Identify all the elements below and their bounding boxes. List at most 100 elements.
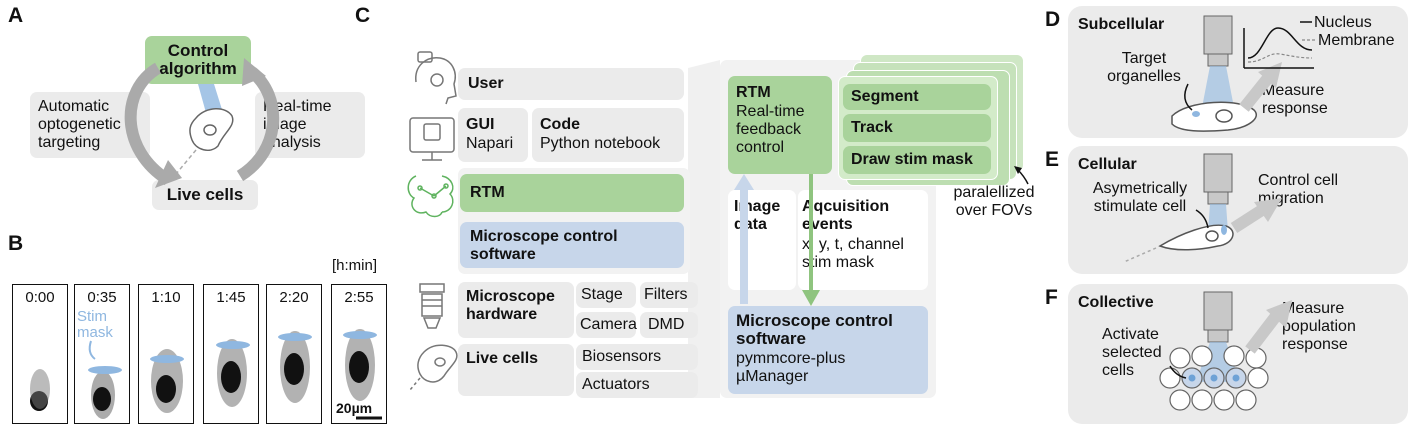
subcellular-title: Subcellular <box>1078 16 1165 33</box>
rtm-box: RTM <box>460 174 684 212</box>
acquisition-sub1: x, y, t, channel <box>802 236 904 253</box>
dmd-label: DMD <box>648 316 685 333</box>
right-arrowhead <box>242 58 266 86</box>
panel-e-bg <box>1068 146 1408 274</box>
track-box: Track <box>843 114 991 142</box>
live-cells-c-box: Live cells <box>458 344 574 396</box>
rtm-label: RTM <box>470 184 505 201</box>
frame-3: 1:10 <box>138 284 194 424</box>
live-cells-c-label: Live cells <box>466 350 539 367</box>
organelle-icon <box>1192 111 1200 117</box>
filters-box: Filters <box>640 282 698 308</box>
hardware-box: Microscope hardware <box>458 282 574 338</box>
frame-6: 2:55 20µm <box>331 284 387 424</box>
stim-spot <box>1221 225 1227 235</box>
nucleus-label: Nucleus <box>1314 14 1372 31</box>
camera-label: Camera <box>580 316 637 333</box>
activate-arrow <box>1169 365 1187 379</box>
activated-nuclei <box>1188 374 1240 382</box>
response-plot <box>1243 21 1316 69</box>
user-icon <box>415 51 457 105</box>
left-cycle-arrow <box>124 62 172 186</box>
filters-label: Filters <box>644 286 688 303</box>
stim-mask <box>88 366 122 374</box>
panel-letter-a: A <box>8 4 24 27</box>
mcs-detail-sub1: pymmcore-plus <box>736 350 846 367</box>
panel-letter-e: E <box>1045 148 1060 171</box>
mcs-detail-box: Microscope control software pymmcore-plu… <box>728 306 928 394</box>
objective-icon <box>1203 291 1233 343</box>
code-sub: Python notebook <box>540 135 661 152</box>
cell-outline-icon <box>409 344 458 391</box>
panel-letter-d: D <box>1045 8 1061 31</box>
rtm-detail-box: RTM Real-time feedback control <box>728 76 832 174</box>
nucleus-icon <box>203 124 217 136</box>
acquisition-arrowhead <box>802 290 820 306</box>
brain-icon <box>407 175 454 218</box>
mcs-box: Microscope control software <box>460 222 684 268</box>
parallel-label: paralellized over FOVs <box>953 184 1035 219</box>
response-arrow <box>1239 74 1273 112</box>
biosensors-box: Biosensors <box>576 344 698 370</box>
frame-2-time: 0:35 <box>87 289 117 306</box>
frame-4: 1:45 <box>203 284 259 424</box>
live-cells-box: Live cells <box>152 180 258 210</box>
live-cells-label: Live cells <box>166 185 244 204</box>
stim-mask <box>278 333 312 341</box>
time-unit-label: [h:min] <box>332 257 378 274</box>
frame-4-time: 1:45 <box>216 289 246 306</box>
actuators-label: Actuators <box>582 376 650 393</box>
stim-mask <box>343 331 377 339</box>
user-box: User <box>458 68 684 100</box>
acquisition-title: Aqcuisition events <box>802 198 890 233</box>
camera-box: Camera <box>576 312 637 338</box>
panel-letter-f: F <box>1045 286 1058 309</box>
biosensors-label: Biosensors <box>582 348 662 365</box>
dmd-box: DMD <box>640 312 698 338</box>
panel-letter-b: B <box>8 232 24 255</box>
cell-trail <box>175 149 197 175</box>
gui-sub: Napari <box>466 135 514 152</box>
stim-arrow <box>88 340 96 360</box>
gui-title: GUI <box>466 116 495 133</box>
objective-icon <box>419 283 445 329</box>
target-organelles-label: Target organelles <box>1107 50 1181 85</box>
gui-box: GUI Napari <box>458 108 528 162</box>
frame-3-time: 1:10 <box>151 289 181 306</box>
acquisition-box: Aqcuisition events x, y, t, channel stim… <box>798 190 928 290</box>
population-response-label: Measure population response <box>1282 300 1356 353</box>
stim-mask <box>150 355 184 363</box>
segment-box: Segment <box>843 84 991 110</box>
target-arrow <box>1184 83 1193 111</box>
scale-bar-label: 20µm <box>336 400 373 416</box>
stim-mask-label: Stim mask <box>77 308 113 341</box>
migration-label: Control cell migration <box>1258 172 1339 207</box>
draw-mask-box: Draw stim mask <box>843 146 991 174</box>
measure-response-label: Measure response <box>1262 82 1328 117</box>
targeting-label: Automatic optogenetic targeting <box>38 98 121 151</box>
monitor-icon <box>409 117 455 161</box>
frame-2: 0:35 Stim mask <box>74 284 130 424</box>
mcs-label: Microscope control software <box>470 228 618 263</box>
actuators-box: Actuators <box>576 372 698 398</box>
cell-cluster <box>1159 345 1269 411</box>
frame-5: 2:20 <box>266 284 322 424</box>
membrane-label: Membrane <box>1318 32 1395 49</box>
left-arrowhead <box>155 160 182 188</box>
cell-icon <box>1171 101 1257 132</box>
mcs-detail-sub2: µManager <box>736 368 809 385</box>
user-label: User <box>468 75 504 92</box>
collective-title: Collective <box>1078 294 1154 311</box>
frame-6-time: 2:55 <box>344 289 374 306</box>
code-title: Code <box>540 116 580 133</box>
frame-5-time: 2:20 <box>279 289 309 306</box>
track-label: Track <box>851 119 893 136</box>
nucleus-icon <box>1205 230 1219 242</box>
cellular-title: Cellular <box>1078 156 1137 173</box>
frame-1-time: 0:00 <box>25 289 55 306</box>
mcs-detail-title: Microscope control software <box>736 311 893 348</box>
draw-mask-label: Draw stim mask <box>851 151 973 168</box>
